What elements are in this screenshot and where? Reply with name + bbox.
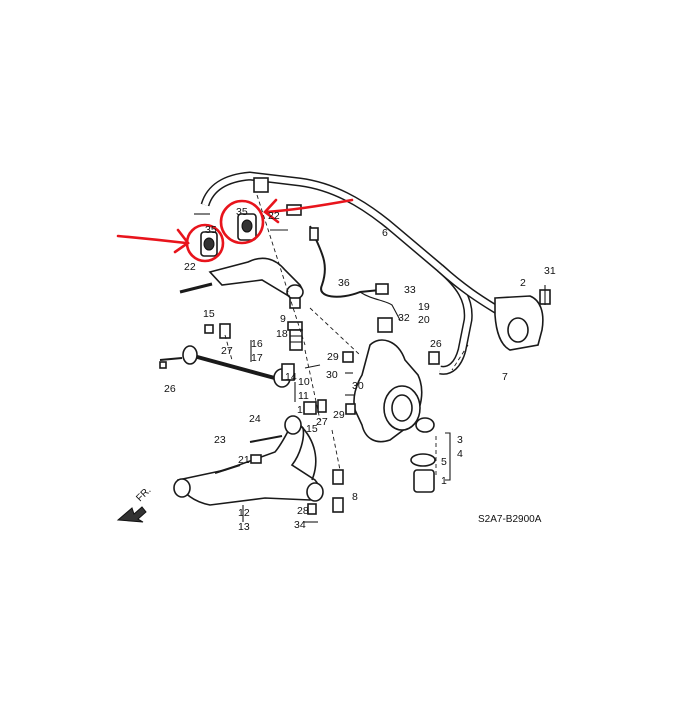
callout-2: 2 — [520, 277, 526, 289]
front-marker-label: FR. — [134, 485, 153, 504]
callout-12: 12 — [238, 507, 250, 519]
highlight-arrowhead-right — [263, 198, 280, 224]
callout-34: 34 — [294, 519, 306, 531]
compensator-arm — [281, 363, 327, 415]
knuckle — [353, 317, 423, 443]
callout-20: 20 — [418, 314, 430, 326]
callout-23: 23 — [214, 434, 226, 446]
callout-16: 16 — [251, 338, 263, 350]
callout-19: 19 — [418, 301, 430, 313]
callout-18: 18 — [276, 328, 288, 340]
callout-13: 13 — [238, 521, 250, 533]
callout-6: 6 — [382, 227, 388, 239]
callout-31: 31 — [544, 265, 556, 277]
callout-1b: 1 — [441, 475, 447, 487]
callout-21: 21 — [238, 454, 250, 466]
callout-26b: 26 — [430, 338, 442, 350]
callout-29b: 29 — [333, 409, 345, 421]
stabilizer-bar — [200, 171, 508, 375]
diagram-code: S2A7-B2900A — [478, 514, 542, 525]
callout-36: 36 — [338, 277, 350, 289]
highlight-arrow-left — [116, 234, 188, 245]
highlight-arrow-right — [264, 198, 354, 214]
callout-35a: 35 — [205, 224, 217, 236]
callout-30b: 30 — [352, 380, 364, 392]
callout-7: 7 — [502, 371, 508, 383]
callout-35b: 35 — [236, 206, 248, 218]
callout-24: 24 — [249, 413, 261, 425]
callout-27b: 27 — [316, 416, 328, 428]
callout-26a: 26 — [164, 383, 176, 395]
callout-8: 8 — [352, 491, 358, 503]
stabilizer-link-bushing-right — [237, 213, 257, 241]
callout-33: 33 — [404, 284, 416, 296]
callout-5: 5 — [441, 456, 447, 468]
callout-4: 4 — [457, 448, 463, 460]
highlight-circle-right — [219, 199, 265, 245]
callout-15b: 15 — [306, 423, 318, 435]
callout-15a: 15 — [203, 308, 215, 320]
callout-29a: 29 — [327, 351, 339, 363]
callout-9: 9 — [280, 313, 286, 325]
bump-stop — [287, 321, 303, 351]
callout-1: 1 — [297, 404, 303, 416]
lower-arm — [173, 415, 324, 506]
callout-22a: 22 — [184, 261, 196, 273]
callout-32: 32 — [398, 312, 410, 324]
callout-11: 11 — [298, 390, 309, 402]
hub-bearing — [410, 417, 436, 493]
callout-22b: 22 — [268, 210, 280, 222]
callout-labels: 35 35 22 22 6 31 2 7 36 33 19 20 32 9 18… — [164, 206, 556, 533]
callout-27a: 27 — [221, 345, 233, 357]
upper-arm — [179, 257, 304, 309]
stabilizer-bracket — [494, 285, 551, 351]
stabilizer-link-bushing-left — [200, 231, 218, 257]
callout-30a: 30 — [326, 369, 338, 381]
callout-14: 14 — [285, 371, 297, 383]
callout-10: 10 — [298, 376, 310, 388]
callout-3: 3 — [457, 434, 463, 446]
front-direction-arrow: FR. — [116, 485, 154, 523]
highlight-arrowhead-left — [173, 228, 190, 254]
callout-28: 28 — [297, 505, 309, 517]
callout-17: 17 — [251, 352, 263, 364]
